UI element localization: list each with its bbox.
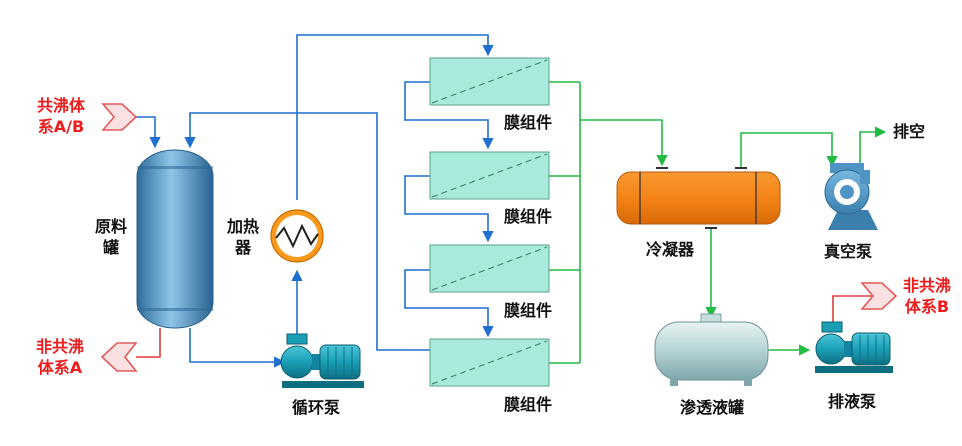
drain-pump-label: 排液泵 [827, 392, 876, 411]
non-azeotrope-b-arrow [860, 282, 898, 310]
membrane-module-1-label: 膜组件 [503, 113, 552, 132]
heater [270, 209, 324, 263]
line-retentate-return [184, 112, 430, 351]
line-m3-to-m4 [404, 269, 494, 338]
line-condenser-to-vacuum [740, 132, 838, 168]
condenser [616, 167, 781, 229]
membrane-module-1 [429, 57, 550, 106]
circulation-pump-label: 循环泵 [291, 398, 340, 417]
chevron-arrow-icon [100, 342, 138, 372]
vent-label: 排空 [893, 122, 926, 141]
condenser-label: 冷凝器 [645, 240, 694, 259]
membrane-module-3 [429, 244, 550, 293]
line-tank-to-non-azeotrope-a [136, 328, 161, 358]
heater-label: 加热 器 [226, 217, 259, 257]
membrane-module-2-label: 膜组件 [503, 207, 552, 226]
membrane-module-4 [429, 338, 550, 387]
membrane-module-2 [429, 151, 550, 200]
feed-tank-label: 原料 罐 [94, 217, 127, 257]
line-drain-pump-to-non-azeotrope-b [832, 295, 872, 322]
centrifugal-pump-icon [815, 321, 893, 373]
azeotrope-inlet-arrow [101, 103, 138, 131]
feed-lines [122, 34, 494, 368]
line-m2-to-m3 [404, 175, 494, 243]
membrane-module-3-label: 膜组件 [503, 301, 552, 320]
membrane-module-4-label: 膜组件 [503, 395, 552, 414]
line-to-condenser [580, 119, 668, 167]
permeate-tank [654, 313, 769, 386]
vacuum-lines [549, 81, 887, 364]
feed-tank [136, 149, 214, 329]
line-heater-to-membrane [296, 34, 494, 200]
centrifugal-pump-icon [280, 333, 364, 388]
non-azeotrope-a-arrow [100, 342, 138, 372]
permeate-tank-label: 渗透液罐 [679, 398, 744, 417]
outlet-lines [136, 295, 872, 358]
non-azeotrope-a-label: 非共沸 体系A [35, 337, 84, 377]
chevron-arrow-icon [101, 103, 138, 131]
vacuum-pump-icon [824, 163, 878, 230]
sine-wave-icon [275, 223, 319, 249]
vacuum-pump-label: 真空泵 [823, 242, 872, 261]
non-azeotrope-b-label: 非共沸 体系B [902, 276, 951, 316]
line-vacuum-vent [859, 126, 887, 165]
line-tank-to-pump [189, 328, 286, 368]
azeotrope-inlet-label: 共沸体 系A/B [36, 96, 85, 136]
chevron-arrow-icon [860, 282, 898, 310]
line-m1-to-m2 [404, 81, 494, 150]
